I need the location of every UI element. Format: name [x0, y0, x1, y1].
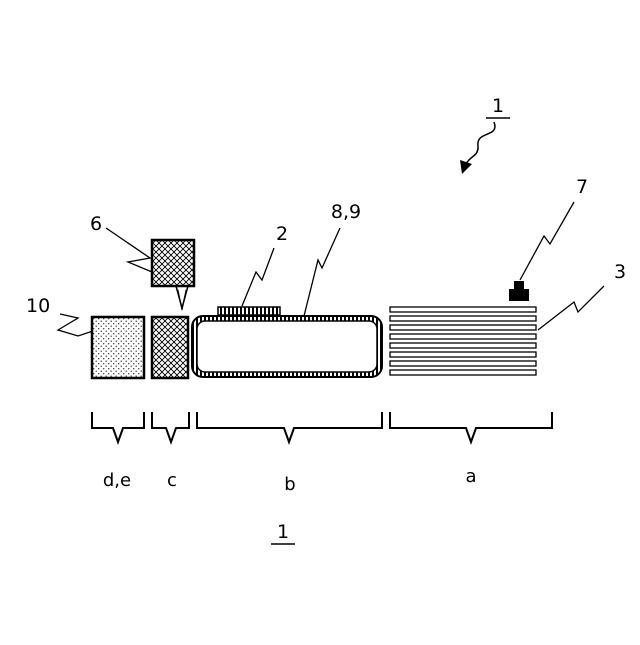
cutter-tip: [176, 286, 188, 308]
section-label-a: a: [465, 466, 476, 487]
nozzle-top: [514, 281, 524, 289]
leader-cutter-head: [106, 228, 152, 272]
storage-box: [92, 317, 144, 378]
reference-one-bottom: 1: [271, 521, 295, 544]
brace-c: [152, 412, 189, 442]
ref-label-top: 1: [492, 95, 504, 117]
leader-pickup-nozzle: [520, 202, 574, 280]
storage-unit: 10: [26, 295, 144, 378]
cutter-head-unit: 6: [90, 213, 194, 310]
nozzle-body: [509, 289, 529, 301]
leader-glass-plate: [242, 248, 274, 306]
ref-arrow-head: [460, 160, 472, 174]
section-braces: [92, 412, 552, 442]
glass-plate: [218, 307, 280, 315]
section-label-de: d,e: [103, 470, 131, 491]
pickup-nozzle-unit: 7: [509, 176, 588, 301]
brace-a: [390, 412, 552, 442]
label-belt: 8,9: [331, 201, 361, 223]
ref-arrow-shaft: [466, 122, 495, 164]
belt-inner: [197, 321, 377, 372]
section-label-b: b: [284, 474, 295, 495]
cutter-block: [152, 317, 188, 378]
sheet-stack: 3: [390, 261, 626, 375]
leader-stack: [538, 286, 604, 330]
reference-one-top: 1: [460, 95, 510, 174]
leader-storage: [58, 314, 96, 336]
label-pickup-nozzle: 7: [576, 176, 588, 198]
brace-b: [197, 412, 382, 442]
brace-de: [92, 412, 144, 442]
label-glass-plate: 2: [276, 223, 288, 245]
glass-plate-unit: 2: [218, 223, 288, 315]
label-stack: 3: [614, 261, 626, 283]
label-storage: 10: [26, 295, 50, 317]
section-label-c: c: [167, 470, 177, 491]
ref-label-bottom: 1: [277, 521, 289, 543]
cutter-head: [152, 240, 194, 286]
leader-belt: [304, 228, 340, 316]
label-cutter-head: 6: [90, 213, 102, 235]
